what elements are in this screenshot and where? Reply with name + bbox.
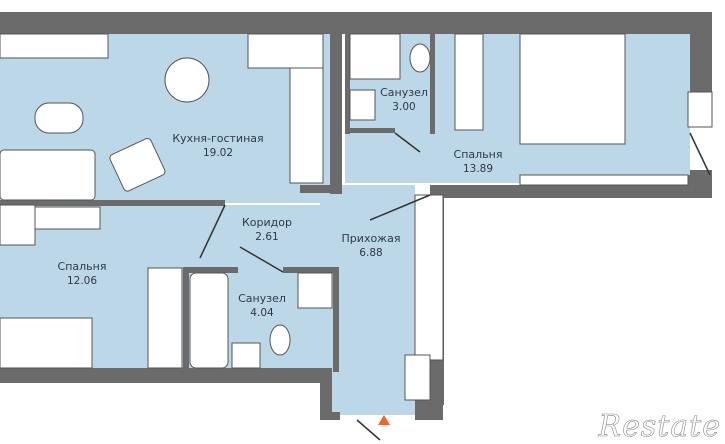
room-name: Санузел	[238, 292, 286, 305]
room-label-corridor: Коридор 2.61	[242, 216, 292, 244]
furniture	[0, 33, 713, 401]
room-area: 19.02	[202, 147, 234, 159]
room-area: 12.06	[66, 275, 98, 287]
watermark: Restate	[598, 409, 721, 444]
room-name: Спальня	[453, 148, 503, 161]
room-label-bathroom-2: Санузел 4.04	[238, 292, 286, 320]
toilet-bath1	[409, 43, 431, 73]
balcony-door	[687, 91, 713, 128]
room-label-kitchen-living: Кухня-гостиная 19.02	[172, 132, 263, 160]
room-label-bathroom-1: Санузел 3.00	[380, 86, 428, 114]
dining-table	[164, 57, 210, 103]
room-area: 4.04	[250, 307, 274, 319]
room-name: Спальня	[57, 260, 107, 273]
desk	[0, 204, 36, 246]
entrance-marker-icon	[378, 415, 390, 425]
wardrobe-bedroom1	[454, 33, 484, 131]
bookshelf	[34, 206, 101, 230]
room-name: Санузел	[380, 86, 428, 99]
door-lines	[199, 132, 711, 441]
room-area: 13.89	[462, 163, 494, 175]
wardrobe-bedroom2	[147, 267, 183, 369]
room-label-hallway: Прихожая 6.88	[342, 232, 401, 260]
washer	[297, 272, 333, 309]
bed-small	[0, 317, 93, 369]
room-name: Коридор	[242, 216, 292, 229]
toilet-bath2	[269, 324, 291, 356]
kitchen-units	[289, 67, 324, 184]
sink-bath2	[231, 342, 261, 369]
room-area: 3.00	[392, 101, 416, 113]
tv-stand	[0, 33, 109, 59]
bathtub	[189, 272, 229, 369]
shoe-cabinet	[404, 354, 431, 401]
room-name: Кухня-гостиная	[172, 132, 264, 145]
shower	[349, 33, 401, 80]
hall-wardrobe	[414, 194, 444, 361]
kitchen-counter	[247, 33, 324, 69]
window-sill	[519, 174, 689, 186]
room-label-bedroom-2: Спальня 12.06	[58, 260, 107, 288]
sofa	[0, 149, 96, 201]
armchair	[109, 137, 166, 192]
room-label-bedroom-1: Спальня 13.89	[454, 148, 503, 176]
double-bed	[519, 33, 626, 145]
sink-bath1	[349, 89, 376, 121]
coffee-table	[34, 102, 84, 134]
room-area: 2.61	[255, 231, 279, 243]
room-name: Прихожая	[341, 232, 401, 245]
room-area: 6.88	[359, 247, 383, 259]
